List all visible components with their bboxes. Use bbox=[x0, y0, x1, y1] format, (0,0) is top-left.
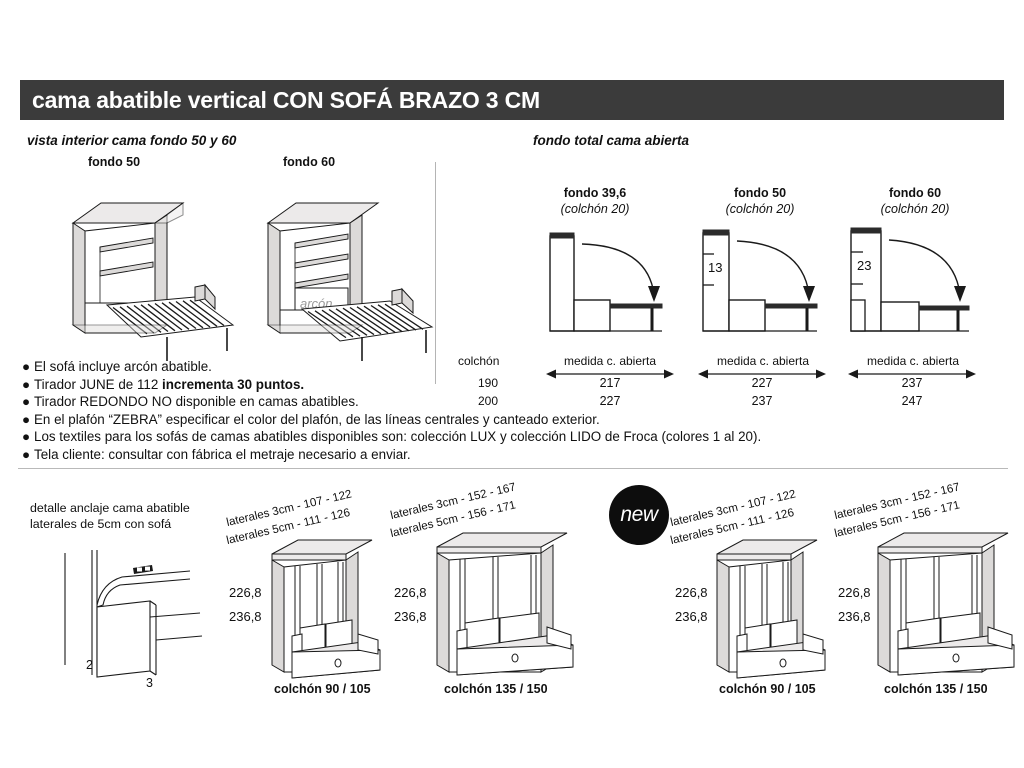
open-measure-1-0: 227 bbox=[751, 376, 773, 390]
wardrobe-fondo-50-diagram bbox=[71, 202, 235, 361]
wardrobe-fondo-60-diagram: arcón bbox=[266, 202, 434, 361]
group-0-height-2: 236,8 bbox=[229, 609, 262, 624]
group-0-height-1: 226,8 bbox=[229, 585, 262, 600]
header-bar: cama abatible vertical CON SOFÁ BRAZO 3 … bbox=[20, 80, 1004, 120]
bullet-dot-icon: ● bbox=[22, 394, 31, 410]
group-0-caption: colchón 90 / 105 bbox=[274, 682, 371, 696]
bullet-dot-icon: ● bbox=[22, 359, 31, 374]
anchor-callout-3: 3 bbox=[146, 676, 153, 690]
group-1-height-2: 236,8 bbox=[394, 609, 427, 624]
inner-mark-13: 13 bbox=[708, 260, 722, 275]
depth-col-1-title: fondo 50 bbox=[733, 186, 787, 200]
new-badge: new bbox=[609, 485, 669, 545]
bullet-dot-icon: ● bbox=[22, 376, 31, 392]
fondo-60-label: fondo 60 bbox=[283, 155, 336, 169]
note-text-3: En el plafón “ZEBRA” especificar el colo… bbox=[34, 411, 600, 427]
group-2-height-1: 226,8 bbox=[675, 585, 708, 600]
depth-col-2-title: fondo 60 bbox=[888, 186, 942, 200]
side-profile-fondo-396 bbox=[549, 232, 663, 332]
new-badge-label: new bbox=[620, 503, 658, 526]
note-text-1: Tirador JUNE de 112 bbox=[34, 376, 163, 392]
measure-arrow-0 bbox=[546, 369, 674, 379]
note-item-5: ●Tela cliente: consultar con fábrica el … bbox=[22, 446, 742, 464]
depth-row-header: colchón bbox=[458, 354, 500, 368]
page-title: cama abatible vertical CON SOFÁ BRAZO 3 … bbox=[32, 86, 540, 113]
fondo-50-label: fondo 50 bbox=[88, 155, 141, 169]
group-2-height-2: 236,8 bbox=[675, 609, 708, 624]
anchor-detail-line2: laterales de 5cm con sofá bbox=[30, 517, 172, 531]
depth-col-0-subtitle: (colchón 20) bbox=[560, 202, 630, 216]
measure-arrow-1 bbox=[698, 369, 826, 379]
measure-label-2: medida c. abierta bbox=[866, 354, 960, 368]
measure-label-1: medida c. abierta bbox=[716, 354, 810, 368]
sofa-wardrobe-diagram-0 bbox=[271, 539, 381, 679]
sofa-wardrobe-diagram-2 bbox=[716, 539, 826, 679]
note-text-0: El sofá incluye arcón abatible. bbox=[34, 359, 212, 374]
group-3-caption: colchón 135 / 150 bbox=[884, 682, 988, 696]
note-text-2: Tirador REDONDO NO disponible en camas a… bbox=[34, 394, 359, 410]
group-1-caption: colchón 135 / 150 bbox=[444, 682, 548, 696]
depth-col-1-subtitle: (colchón 20) bbox=[725, 202, 795, 216]
note-text-5: Tela cliente: consultar con fábrica el m… bbox=[34, 446, 411, 462]
interior-view-caption: vista interior cama fondo 50 y 60 bbox=[27, 133, 237, 148]
inner-mark-23: 23 bbox=[857, 258, 871, 273]
open-measure-1-1: 237 bbox=[751, 394, 773, 408]
note-text-4: Los textiles para los sofás de camas aba… bbox=[34, 429, 762, 445]
note-item-3: ●En el plafón “ZEBRA” especificar el col… bbox=[22, 411, 742, 429]
vertical-divider bbox=[435, 162, 436, 384]
notes-list: ●El sofá incluye arcón abatible. ●Tirado… bbox=[22, 358, 761, 464]
depth-col-2-subtitle: (colchón 20) bbox=[880, 202, 950, 216]
group-3-height-2: 236,8 bbox=[838, 609, 871, 624]
anchor-bracket-icon bbox=[133, 565, 153, 574]
depth-table: fondo 39,6 (colchón 20) fondo 50 (colchó… bbox=[440, 186, 1024, 408]
measure-arrow-2 bbox=[848, 369, 976, 379]
mattress-row-1: 200 bbox=[478, 394, 499, 408]
group-3-height-1: 226,8 bbox=[838, 585, 871, 600]
mattress-row-0: 190 bbox=[478, 376, 499, 390]
open-measure-2-0: 237 bbox=[901, 376, 923, 390]
depth-col-0-title: fondo 39,6 bbox=[563, 186, 627, 200]
side-profile-fondo-60: 23 bbox=[850, 227, 970, 332]
open-measure-2-1: 247 bbox=[901, 394, 923, 408]
group-2-caption: colchón 90 / 105 bbox=[719, 682, 816, 696]
anchor-callout-2: 2 bbox=[86, 658, 93, 672]
section-divider bbox=[18, 468, 1008, 469]
total-depth-caption: fondo total cama abierta bbox=[533, 133, 690, 148]
note-item-1: ●Tirador JUNE de 112 incrementa 30 punto… bbox=[22, 376, 742, 394]
sofa-wardrobe-diagram-3 bbox=[877, 532, 1015, 676]
note-item-2: ●Tirador REDONDO NO disponible en camas … bbox=[22, 393, 742, 411]
measure-label-0: medida c. abierta bbox=[563, 354, 657, 368]
anchor-detail-diagram: 2 3 bbox=[64, 550, 203, 690]
anchor-detail-line1: detalle anclaje cama abatible bbox=[30, 501, 190, 515]
note-text-1-bold: incrementa 30 puntos. bbox=[162, 376, 305, 392]
group-1-height-1: 226,8 bbox=[394, 585, 427, 600]
note-item-0: ●El sofá incluye arcón abatible. bbox=[22, 358, 742, 376]
sofa-wardrobe-diagram-1 bbox=[436, 532, 574, 676]
open-measure-0-0: 217 bbox=[599, 376, 621, 390]
open-measure-0-1: 227 bbox=[599, 394, 621, 408]
side-profile-fondo-50: 13 bbox=[702, 229, 818, 332]
note-item-4: ●Los textiles para los sofás de camas ab… bbox=[22, 428, 761, 446]
bullet-dot-icon: ● bbox=[22, 411, 31, 427]
bullet-dot-icon: ● bbox=[22, 429, 31, 445]
bullet-dot-icon: ● bbox=[22, 446, 31, 462]
